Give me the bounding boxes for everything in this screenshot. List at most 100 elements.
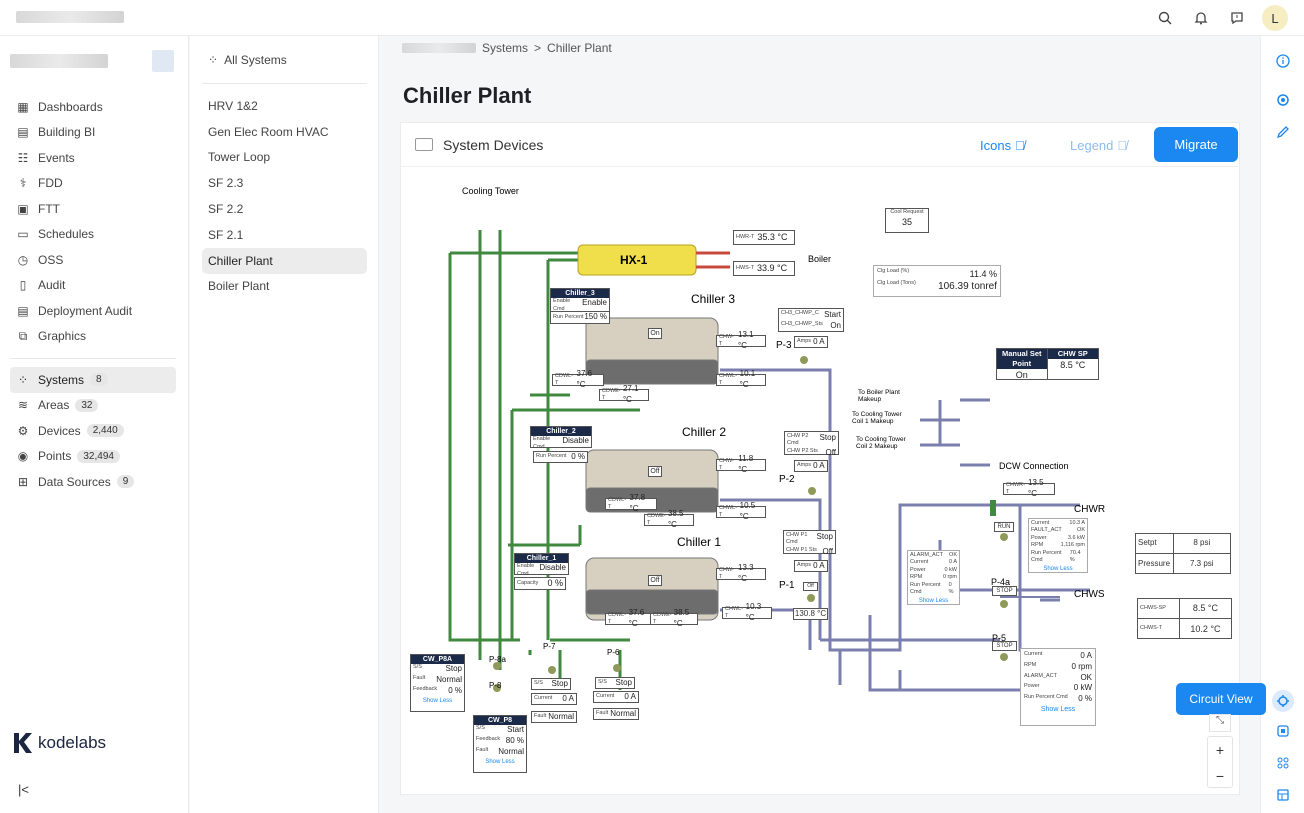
sidebar-item-oss[interactable]: ◷OSS — [10, 247, 176, 273]
search-icon[interactable] — [1154, 7, 1176, 29]
sidebar-item-audit[interactable]: ▯Audit — [10, 273, 176, 299]
grid-view-icon[interactable] — [1274, 754, 1292, 772]
point-value: 0 A — [813, 560, 825, 570]
show-less-link[interactable]: Show Less — [1043, 565, 1073, 572]
p1-temp[interactable]: 130.8 °C — [793, 608, 828, 620]
point-label: CDWE-T — [647, 512, 666, 526]
chat-icon[interactable] — [1226, 7, 1248, 29]
point-value: Off — [825, 447, 836, 457]
sidebar-item-events[interactable]: ☷Events — [10, 145, 176, 171]
system-item[interactable]: Gen Elec Room HVAC — [208, 124, 329, 139]
show-less-link[interactable]: Show Less — [422, 697, 453, 704]
piping-lines — [448, 230, 1090, 692]
legend-toggle[interactable]: Legend👁̸ — [1070, 138, 1127, 153]
sidebar-item-fdd[interactable]: ⚕FDD — [10, 171, 176, 197]
device-settings-icon[interactable] — [1274, 91, 1292, 109]
pencil-icon[interactable] — [1274, 123, 1292, 141]
sidebar-item-ftt[interactable]: ▣FTT — [10, 196, 176, 222]
building-selector[interactable] — [152, 50, 174, 72]
breadcrumb-root[interactable] — [402, 43, 476, 53]
avatar[interactable]: L — [1262, 5, 1288, 31]
clg-load-panel[interactable]: Clg Load (%)11.4 % Clg Load (Tons)106.39… — [873, 265, 1001, 297]
system-item[interactable]: SF 2.1 — [208, 227, 244, 242]
system-item-active[interactable]: Chiller Plant — [202, 247, 367, 274]
all-systems-header[interactable]: ⁘All Systems — [208, 53, 287, 67]
system-item[interactable]: Boiler Plant — [208, 279, 270, 294]
layers-view-icon[interactable] — [1274, 722, 1292, 740]
migrate-button[interactable]: Migrate — [1154, 127, 1238, 162]
icons-toggle[interactable]: Icons👁̸ — [980, 138, 1025, 153]
point-value: 11.4 % — [969, 269, 997, 279]
breadcrumb-systems[interactable]: Systems — [482, 41, 529, 55]
point-label: Run Percent Cmd — [1031, 549, 1062, 564]
show-less-link[interactable]: Show Less — [918, 597, 949, 604]
sidebar-item-label: Areas — [38, 398, 70, 413]
info-icon[interactable] — [1274, 52, 1292, 70]
sidebar-item-schedules[interactable]: ▭Schedules — [10, 222, 176, 248]
show-less-link[interactable]: Show Less — [1040, 705, 1076, 713]
system-item[interactable]: HRV 1&2 — [208, 98, 258, 113]
circuit-view-icon[interactable] — [1272, 690, 1294, 712]
sidebar-item-graphics[interactable]: ⧉Graphics — [10, 324, 176, 350]
system-item[interactable]: Tower Loop — [208, 150, 271, 165]
system-item[interactable]: SF 2.3 — [208, 176, 244, 191]
table-view-icon[interactable] — [1274, 786, 1292, 804]
sidebar-item-building-bi[interactable]: ▤Building BI — [10, 120, 176, 146]
fit-view-icon[interactable]: ⤡ — [1209, 714, 1231, 732]
collapse-sidebar-icon[interactable]: |< — [18, 782, 29, 797]
bell-icon[interactable] — [1190, 7, 1212, 29]
zoom-in-button[interactable]: + — [1215, 742, 1225, 758]
sidebar-item-deployment-audit[interactable]: ▤Deployment Audit — [10, 298, 176, 324]
system-item[interactable]: SF 2.2 — [208, 202, 244, 217]
zoom-out-button[interactable]: − — [1215, 768, 1225, 784]
show-less-link[interactable]: Show Less — [485, 758, 515, 765]
sidebar-item-dashboards[interactable]: ▦Dashboards — [10, 94, 176, 120]
